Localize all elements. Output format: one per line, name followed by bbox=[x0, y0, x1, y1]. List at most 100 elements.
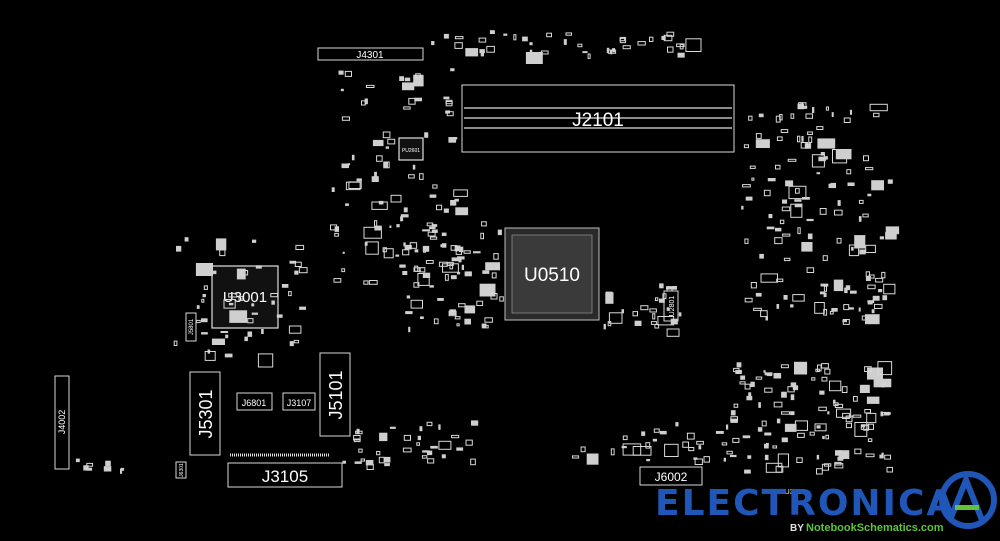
footprint bbox=[812, 107, 815, 113]
footprint bbox=[378, 456, 385, 464]
footprint bbox=[438, 261, 448, 267]
footprint bbox=[845, 285, 851, 291]
footprint bbox=[666, 286, 673, 292]
footprint bbox=[499, 296, 504, 302]
footprint bbox=[358, 448, 363, 453]
footprint bbox=[866, 412, 877, 424]
footprint bbox=[360, 458, 366, 462]
footprint bbox=[773, 401, 783, 408]
label-j4002: J4002 bbox=[57, 410, 67, 435]
connector-j4301: J4301 bbox=[317, 47, 424, 61]
footprint bbox=[685, 38, 702, 52]
footprint bbox=[659, 298, 665, 303]
footprint bbox=[836, 237, 842, 244]
connector-j6801: J6801 bbox=[236, 392, 273, 411]
footprint bbox=[580, 446, 586, 453]
footprint bbox=[215, 238, 227, 251]
connector-j3105: J3105 bbox=[227, 453, 343, 488]
footprint bbox=[794, 361, 808, 375]
footprint bbox=[848, 244, 860, 257]
footprint bbox=[288, 291, 292, 297]
footprint bbox=[865, 314, 880, 325]
chip-u3106: U3106 bbox=[785, 489, 806, 496]
footprint bbox=[815, 368, 820, 373]
footprint bbox=[75, 458, 80, 463]
footprint bbox=[865, 275, 871, 281]
label-j5301: J5301 bbox=[196, 389, 216, 438]
footprint bbox=[767, 178, 776, 182]
footprint bbox=[753, 307, 762, 311]
footprint bbox=[271, 300, 275, 305]
footprint bbox=[775, 227, 782, 232]
footprint bbox=[365, 460, 374, 466]
footprint bbox=[431, 41, 435, 46]
footprint bbox=[426, 222, 434, 227]
footprint bbox=[376, 451, 381, 456]
footprint bbox=[621, 446, 627, 449]
footprint bbox=[834, 463, 844, 469]
footprint bbox=[764, 387, 773, 393]
footprint bbox=[679, 44, 684, 50]
footprint bbox=[455, 207, 469, 216]
footprint bbox=[450, 200, 457, 206]
footprint bbox=[454, 42, 463, 49]
footprint bbox=[341, 268, 346, 273]
footprint bbox=[448, 137, 457, 143]
footprint bbox=[790, 394, 795, 401]
footprint bbox=[715, 431, 724, 434]
footprint bbox=[755, 139, 770, 148]
footprint bbox=[293, 339, 300, 344]
footprint bbox=[86, 462, 94, 467]
footprint bbox=[806, 267, 815, 273]
footprint bbox=[822, 255, 828, 261]
watermark-brand: ELECTRONICA bbox=[655, 483, 956, 524]
footprint bbox=[606, 47, 610, 54]
footprint bbox=[481, 221, 487, 227]
label-pu2601: PU2601 bbox=[402, 148, 420, 154]
footprint bbox=[730, 410, 736, 416]
label-j3107: J3107 bbox=[287, 398, 312, 408]
footprint bbox=[345, 203, 349, 206]
footprint bbox=[120, 468, 123, 474]
footprint bbox=[426, 421, 433, 427]
footprint bbox=[622, 443, 642, 456]
footprint bbox=[885, 226, 900, 235]
footprint bbox=[884, 454, 892, 460]
footprint bbox=[833, 279, 844, 292]
footprint bbox=[764, 372, 773, 376]
small-components bbox=[75, 30, 900, 475]
footprint bbox=[208, 270, 217, 275]
footprint bbox=[822, 435, 825, 440]
footprint bbox=[821, 363, 829, 369]
footprint bbox=[872, 295, 880, 301]
footprint bbox=[661, 35, 666, 40]
footprint bbox=[847, 182, 855, 186]
footprint bbox=[662, 293, 667, 300]
footprint bbox=[389, 426, 396, 429]
footprint bbox=[864, 366, 872, 373]
footprint bbox=[821, 376, 828, 382]
footprint bbox=[772, 445, 778, 449]
footprint bbox=[478, 37, 487, 43]
footprint bbox=[433, 318, 439, 325]
footprint bbox=[797, 135, 801, 143]
footprint bbox=[653, 428, 660, 433]
footprint bbox=[418, 267, 426, 273]
footprint bbox=[641, 431, 646, 436]
footprint bbox=[721, 442, 728, 446]
footprint bbox=[851, 246, 854, 251]
footprint bbox=[816, 126, 824, 130]
footprint bbox=[224, 353, 233, 358]
label-u3106: U3106 bbox=[785, 489, 806, 496]
connector-j6002: J6002 bbox=[639, 466, 703, 486]
footprint bbox=[610, 448, 615, 456]
footprint bbox=[484, 317, 493, 323]
footprint bbox=[781, 206, 791, 212]
footprint bbox=[667, 46, 674, 53]
watermark-by: BY bbox=[790, 523, 804, 534]
footprint bbox=[454, 198, 459, 202]
footprint bbox=[787, 386, 795, 393]
footprint bbox=[513, 34, 517, 41]
footprint bbox=[655, 297, 659, 301]
footprint bbox=[490, 293, 498, 300]
